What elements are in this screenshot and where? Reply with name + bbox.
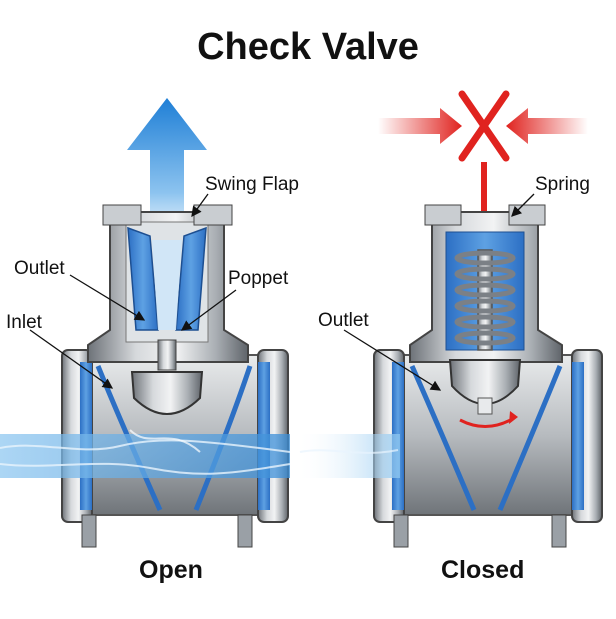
diagram-title: Check Valve [197,26,419,68]
inward-red-arrows [378,108,462,144]
caption-closed: Closed [441,556,525,584]
label-poppet: Poppet [228,268,289,289]
open-poppet-head [130,371,204,415]
label-outlet-closed: Outlet [318,310,369,331]
label-spring: Spring [535,174,590,195]
caption-open: Open [139,556,203,584]
up-flow-arrow [127,98,207,270]
closed-spring [454,249,516,351]
label-outlet-open: Outlet [14,258,65,279]
closed-water-flow [296,434,400,478]
closed-valve [296,90,603,548]
blocked-x-icon [458,90,510,162]
open-poppet-stem [157,339,177,371]
open-valve [0,98,291,548]
label-swing-flap: Swing Flap [205,174,299,195]
label-inlet: Inlet [6,312,42,333]
